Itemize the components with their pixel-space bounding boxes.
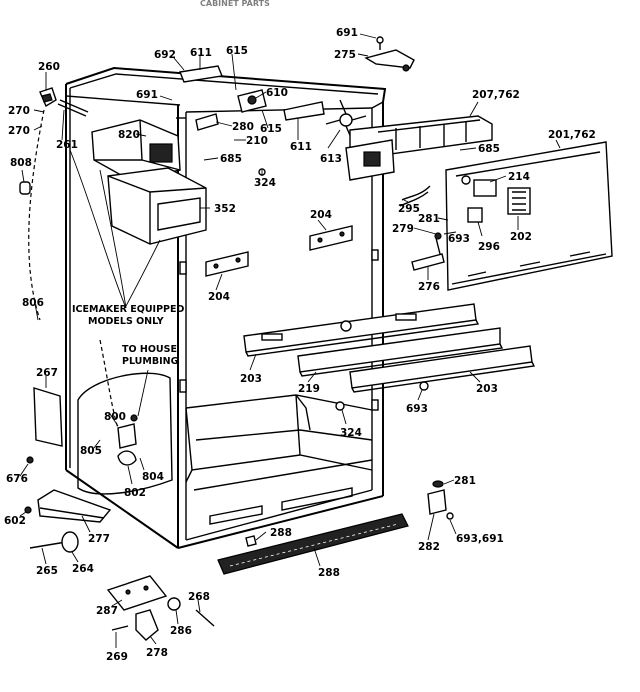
label-295: 295	[398, 203, 420, 215]
label-692: 692	[154, 49, 176, 61]
label-820: 820	[118, 129, 140, 141]
notes: ICEMAKER EQUIPPED MODELS ONLY TO HOUSE P…	[72, 304, 185, 367]
brackets-204	[205, 225, 353, 277]
label-275: 275	[334, 49, 356, 61]
label-281: 281	[418, 213, 440, 225]
leader-lines	[19, 33, 561, 648]
note-icemaker-line2: MODELS ONLY	[88, 316, 164, 327]
label-203: 203	[240, 373, 262, 385]
label-602: 602	[4, 515, 26, 527]
label-277: 277	[88, 533, 110, 545]
label-201-762: 201,762	[548, 129, 596, 141]
label-210: 210	[246, 135, 268, 147]
label-264: 264	[72, 563, 94, 575]
lower-parts	[19, 168, 454, 641]
label-808: 808	[10, 157, 32, 169]
label-804: 804	[142, 471, 164, 483]
note-house-line1: TO HOUSE	[122, 344, 177, 355]
label-691-second: 691	[136, 89, 158, 101]
label-693-second: 693	[406, 403, 428, 415]
label-691: 691	[336, 27, 358, 39]
shelf-rails	[243, 303, 536, 393]
label-693: 693	[448, 233, 470, 245]
label-693-691: 693,691	[456, 533, 504, 545]
label-685: 685	[220, 153, 242, 165]
note-house-line2: PLUMBING	[122, 356, 179, 367]
label-324-second: 324	[340, 427, 362, 439]
control-panel-201-762	[399, 141, 613, 291]
label-260: 260	[38, 61, 60, 73]
label-278: 278	[146, 647, 168, 659]
label-296: 296	[478, 241, 500, 253]
label-615: 615	[226, 45, 248, 57]
label-611-second: 611	[290, 141, 312, 153]
top-hinge-275	[364, 36, 415, 72]
label-214: 214	[508, 171, 530, 183]
label-204-second: 204	[208, 291, 230, 303]
label-268: 268	[188, 591, 210, 603]
label-282: 282	[418, 541, 440, 553]
label-269: 269	[106, 651, 128, 663]
page-header: CABINET PARTS	[200, 0, 270, 8]
label-286: 286	[170, 625, 192, 637]
label-265: 265	[36, 565, 58, 577]
label-613: 613	[320, 153, 342, 165]
label-207-762: 207,762	[472, 89, 520, 101]
label-615-second: 615	[260, 123, 282, 135]
label-261: 261	[56, 139, 78, 151]
label-270-first: 270	[8, 105, 30, 117]
label-219: 219	[298, 383, 320, 395]
label-802: 802	[124, 487, 146, 499]
label-611: 611	[190, 47, 212, 59]
label-800: 800	[104, 411, 126, 423]
label-610: 610	[266, 87, 288, 99]
label-267: 267	[36, 367, 58, 379]
label-287: 287	[96, 605, 118, 617]
label-202: 202	[510, 231, 532, 243]
label-288: 288	[270, 527, 292, 539]
label-352: 352	[214, 203, 236, 215]
part-labels: 691 275 260 692 611 615 691 610 207,762 …	[4, 27, 596, 663]
label-203-second: 203	[476, 383, 498, 395]
label-280: 280	[232, 121, 254, 133]
label-270-second: 270	[8, 125, 30, 137]
label-806: 806	[22, 297, 44, 309]
label-676: 676	[6, 473, 28, 485]
label-281-second: 281	[454, 475, 476, 487]
label-685-second: 685	[478, 143, 500, 155]
label-204: 204	[310, 209, 332, 221]
note-icemaker-line1: ICEMAKER EQUIPPED	[72, 304, 185, 315]
icemaker-assembly	[28, 87, 207, 321]
fan-motor-parts	[179, 65, 493, 181]
label-279: 279	[392, 223, 414, 235]
label-324: 324	[254, 177, 276, 189]
label-805: 805	[80, 445, 102, 457]
label-288-second: 288	[318, 567, 340, 579]
label-276: 276	[418, 281, 440, 293]
